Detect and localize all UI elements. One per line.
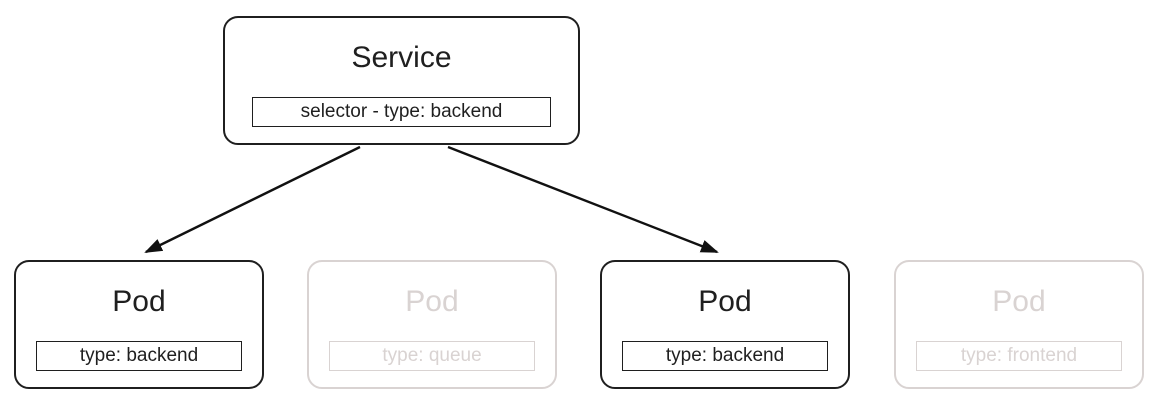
pod-title: Pod xyxy=(112,285,166,318)
service-to-pod3-arrow xyxy=(447,145,719,254)
service-title: Service xyxy=(351,41,452,74)
pod-type-label: type: queue xyxy=(329,341,535,371)
pod-title: Pod xyxy=(992,285,1046,318)
pod-node-queue: Pod type: queue xyxy=(307,260,557,389)
service-selector-label: selector - type: backend xyxy=(252,97,551,127)
pod-type-label: type: backend xyxy=(622,341,828,371)
pod-type-label: type: frontend xyxy=(916,341,1122,371)
pod-node-backend-1: Pod type: backend xyxy=(14,260,264,389)
pod-node-frontend: Pod type: frontend xyxy=(894,260,1144,389)
pod-node-backend-2: Pod type: backend xyxy=(600,260,850,389)
pod-type-label: type: backend xyxy=(36,341,242,371)
pod-title: Pod xyxy=(698,285,752,318)
service-to-pod1-arrow xyxy=(144,145,361,254)
pod-title: Pod xyxy=(405,285,459,318)
service-node: Service selector - type: backend xyxy=(223,16,580,145)
